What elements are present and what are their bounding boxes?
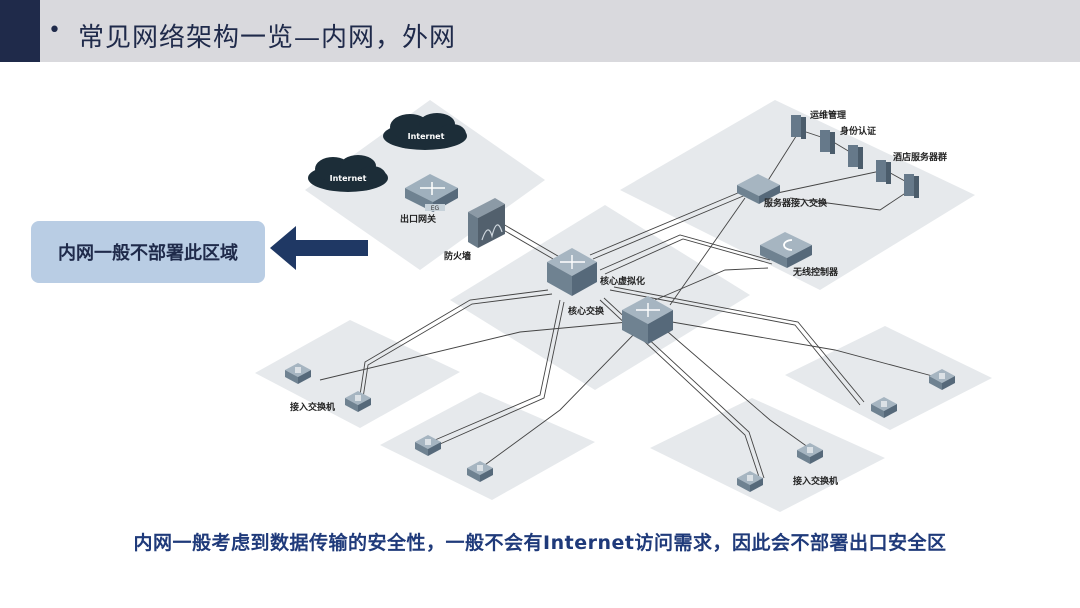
slide-title: 常见网络架构一览—内网，外网 (78, 23, 457, 53)
bullet-icon: • (48, 18, 61, 43)
firewall-icon (468, 198, 505, 248)
core-switch-2-icon (622, 296, 673, 344)
network-diagram: Internet Internet EG 出口网关 防火墙 (255, 100, 992, 512)
callout-box: 内网一般不部署此区域 (31, 221, 265, 283)
zone-platforms (255, 100, 992, 512)
access-switch-icon (797, 443, 823, 464)
firewall-label: 防火墙 (444, 250, 471, 262)
access-switch-icons (285, 363, 955, 492)
identity-auth-label: 身份认证 (840, 125, 876, 137)
core-virtualization-label: 核心虚拟化 (600, 275, 645, 287)
zone-servers (620, 100, 975, 290)
cloud-internet-left: Internet (308, 155, 388, 192)
zone-core (450, 205, 750, 390)
access-switch-bottom-label: 接入交换机 (793, 475, 838, 487)
wireless-controller-label: 无线控制器 (792, 266, 839, 278)
connection-lines (319, 129, 941, 481)
access-switch-icon (737, 471, 763, 492)
access-switch-left-label: 接入交换机 (290, 401, 335, 413)
access-switch-icon (345, 391, 371, 412)
server-icon (848, 145, 863, 169)
egress-gateway-label: 出口网关 (400, 213, 436, 225)
access-switch-icon (871, 397, 897, 418)
internet-left-label: Internet (330, 174, 367, 183)
zone-access-right (785, 326, 992, 430)
wireless-controller-icon (760, 232, 812, 268)
left-arrow-icon (270, 224, 370, 276)
server-access-switch-icon (737, 174, 780, 204)
core-switch-label: 核心交换 (568, 305, 605, 317)
zone-access-bottom-right (650, 398, 885, 512)
access-switch-icon (467, 461, 493, 482)
hotel-server-group-label: 酒店服务器群 (893, 151, 947, 163)
eg-badge-label: EG (431, 205, 440, 212)
header-accent-bar (0, 0, 40, 62)
server-rack-icons (791, 115, 919, 198)
zone-access-bottom-left (380, 392, 595, 500)
server-icon (791, 115, 806, 139)
footer-note: 内网一般考虑到数据传输的安全性，一般不会有Internet访问需求，因此会不部署… (133, 532, 947, 554)
zone-access-left (255, 320, 460, 428)
core-switch-1-icon (547, 248, 597, 296)
slide-header: • 常见网络架构一览—内网，外网 (0, 0, 1080, 62)
egress-gateway-icon: EG (405, 174, 458, 212)
ops-management-label: 运维管理 (810, 109, 846, 121)
server-icon (876, 160, 891, 184)
cloud-internet-top: Internet (383, 113, 467, 150)
server-access-switch-label: 服务器接入交换 (764, 197, 828, 209)
server-icon (904, 174, 919, 198)
access-switch-icon (285, 363, 311, 384)
server-icon (820, 130, 835, 154)
access-switch-icon (415, 435, 441, 456)
access-switch-icon (929, 369, 955, 390)
internet-top-label: Internet (408, 132, 445, 141)
